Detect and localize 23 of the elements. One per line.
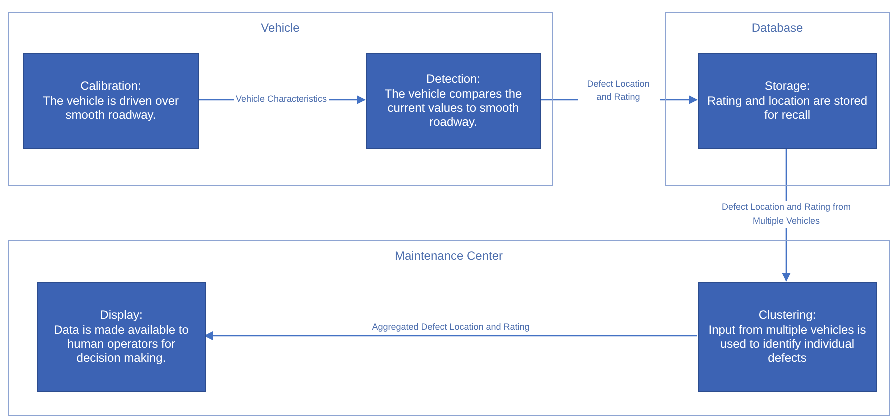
box-text: The vehicle is driven over smooth roadway. xyxy=(42,94,180,123)
group-title: Database xyxy=(750,21,804,35)
group-frame xyxy=(8,240,890,416)
process-box xyxy=(23,53,199,149)
box-text: The vehicle compares the current values to smooth roadway. xyxy=(384,86,524,130)
process-box xyxy=(698,282,877,392)
group-frame xyxy=(8,12,553,186)
box-heading: Display: xyxy=(100,308,143,323)
box-text: Input from multiple vehicles is used to identify individual defects xyxy=(708,322,868,366)
group-frame xyxy=(665,12,890,186)
box-heading: Clustering: xyxy=(758,308,816,323)
box-heading: Storage: xyxy=(764,79,810,94)
process-box xyxy=(37,282,206,392)
process-box xyxy=(366,53,541,149)
box-text: Rating and location are stored for recall xyxy=(706,94,869,123)
process-box xyxy=(698,53,877,149)
box-heading: Detection: xyxy=(426,72,481,87)
group-title: Vehicle xyxy=(260,21,301,35)
box-text: Data is made available to human operators for decision making. xyxy=(53,322,190,366)
arrow xyxy=(204,331,697,341)
group-title: Maintenance Center xyxy=(394,249,504,263)
edge-label: Defect Location and Rating xyxy=(578,78,660,104)
box-heading: Calibration: xyxy=(80,79,142,94)
